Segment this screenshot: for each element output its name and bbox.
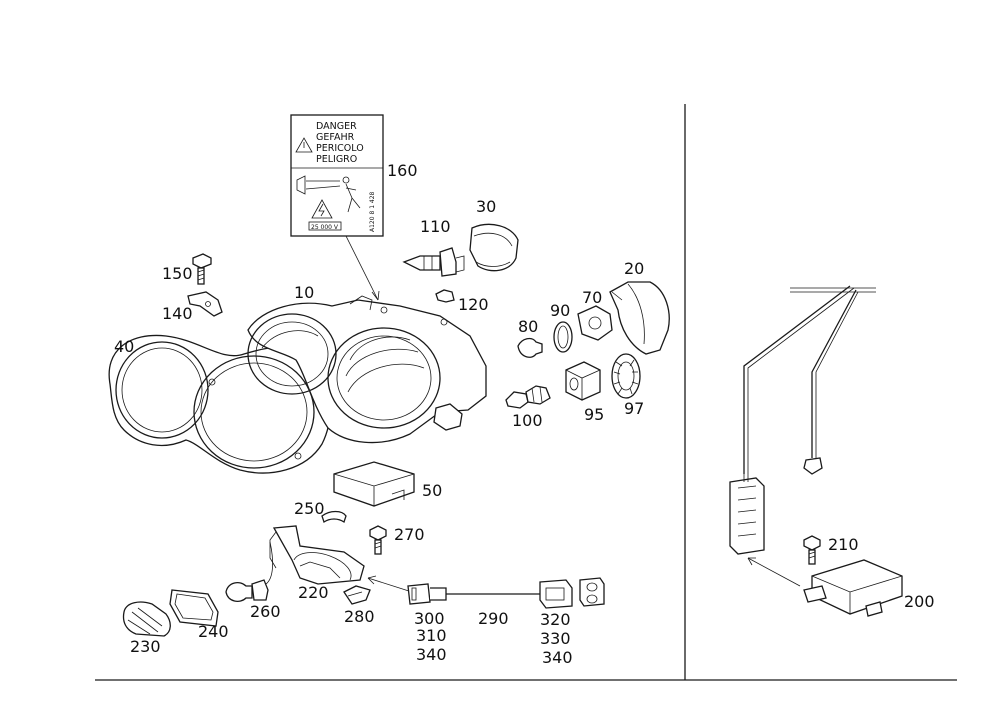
label-260: 260 xyxy=(250,602,281,621)
gasket-240 xyxy=(169,589,219,627)
screw-150 xyxy=(192,253,212,285)
screw-210 xyxy=(803,535,821,565)
arrow-to-connector xyxy=(747,557,801,587)
bulb-80 xyxy=(517,337,543,358)
cable-290 xyxy=(407,577,605,609)
label-40: 40 xyxy=(114,337,134,356)
label-310: 310 xyxy=(416,626,447,645)
label-340-b: 340 xyxy=(542,648,573,667)
foglamp-220 xyxy=(269,525,365,585)
label-230: 230 xyxy=(130,637,161,656)
label-330: 330 xyxy=(540,629,571,648)
bulb-100 xyxy=(505,385,551,409)
label-80: 80 xyxy=(518,317,538,336)
label-320: 320 xyxy=(540,610,571,629)
label-280: 280 xyxy=(344,607,375,626)
module-50 xyxy=(333,461,415,507)
wiring-harness xyxy=(729,285,876,555)
label-90: 90 xyxy=(550,301,570,320)
socket-70 xyxy=(577,305,613,341)
block-95 xyxy=(565,361,601,401)
cover-20 xyxy=(609,281,670,355)
label-70: 70 xyxy=(582,288,602,307)
label-110: 110 xyxy=(420,217,451,236)
screw-270 xyxy=(369,525,387,555)
lens-230 xyxy=(122,601,171,637)
ring-90 xyxy=(553,321,573,353)
bezel-40 xyxy=(108,334,332,474)
warning-voltage: 25 000 V xyxy=(311,224,339,231)
label-20: 20 xyxy=(624,259,644,278)
warning-line-1: DANGER xyxy=(316,121,357,132)
label-30: 30 xyxy=(476,197,496,216)
label-340-a: 340 xyxy=(416,645,447,664)
label-140: 140 xyxy=(162,304,193,323)
label-95: 95 xyxy=(584,405,604,424)
label-leader xyxy=(345,235,379,301)
housing-10 xyxy=(247,295,487,444)
clip-140 xyxy=(187,291,223,317)
warning-line-4: PELIGRO xyxy=(316,154,357,165)
module-200 xyxy=(803,559,903,617)
warning-part-code: A120 8 1 428 xyxy=(369,191,376,232)
label-50: 50 xyxy=(422,481,442,500)
label-100: 100 xyxy=(512,411,543,430)
label-120: 120 xyxy=(458,295,489,314)
label-300: 300 xyxy=(414,609,445,628)
cap-30 xyxy=(469,223,519,272)
label-200: 200 xyxy=(904,592,935,611)
bracket-280 xyxy=(343,585,371,605)
arrow-to-220 xyxy=(367,577,413,593)
ring-97 xyxy=(611,353,641,399)
label-160: 160 xyxy=(387,161,418,180)
bulb-110 xyxy=(402,247,465,277)
label-270: 270 xyxy=(394,525,425,544)
clip-250 xyxy=(321,510,347,524)
label-97: 97 xyxy=(624,399,644,418)
warning-line-3: PERICOLO xyxy=(316,143,364,154)
label-10: 10 xyxy=(294,283,314,302)
label-240: 240 xyxy=(198,622,229,641)
label-150: 150 xyxy=(162,264,193,283)
label-210: 210 xyxy=(828,535,859,554)
label-250: 250 xyxy=(294,499,325,518)
label-290: 290 xyxy=(478,609,509,628)
warning-line-2: GEFAHR xyxy=(316,132,355,143)
bulb-120 xyxy=(435,289,455,303)
label-220: 220 xyxy=(298,583,329,602)
bulb-260 xyxy=(225,541,274,603)
warning-label: DANGER GEFAHR PERICOLO PELIGRO 25 000 V … xyxy=(290,114,384,237)
